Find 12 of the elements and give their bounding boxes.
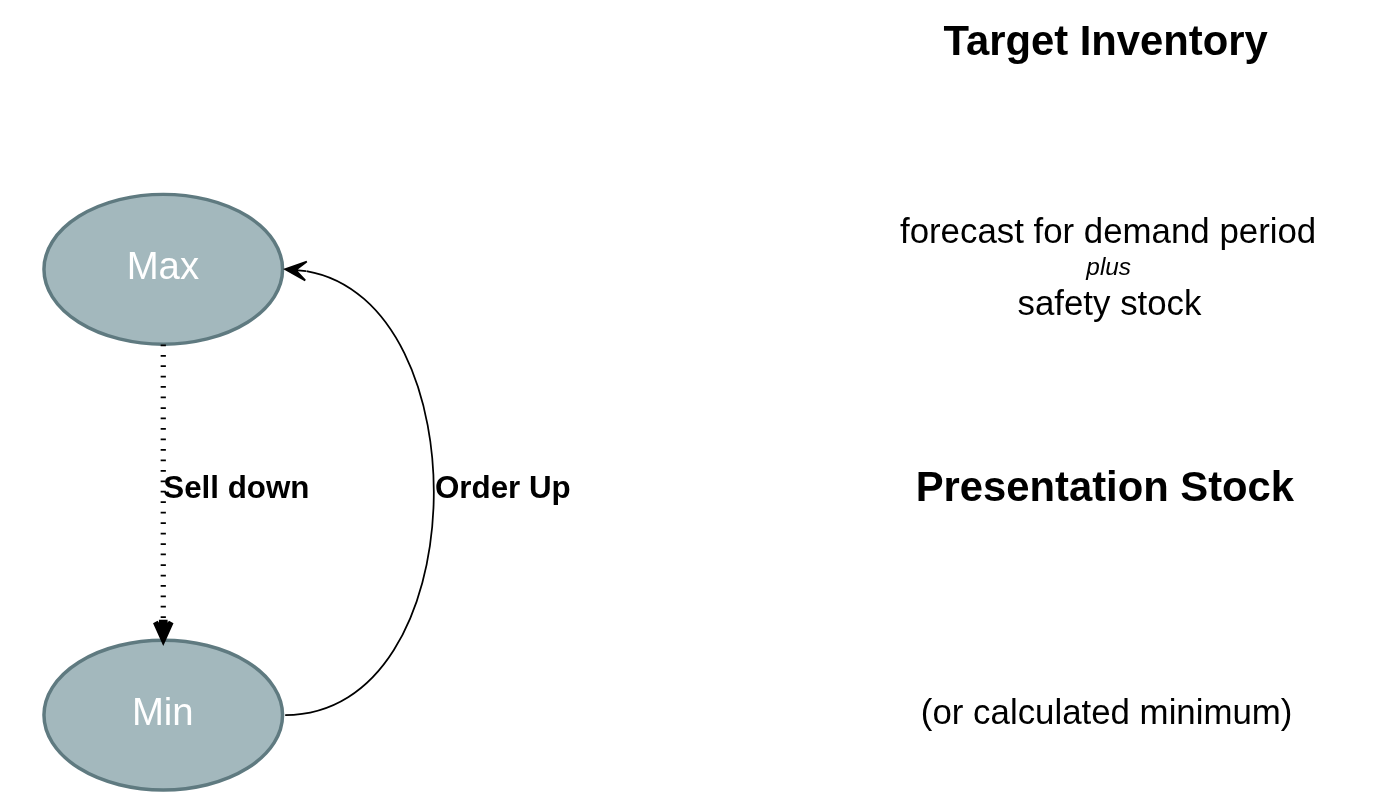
node-ellipse: Max [42,192,285,346]
edge-label: Sell down [163,470,310,506]
label: forecast for demand period [899,211,1317,251]
edge-label: Order Up [434,470,571,506]
label: (or calculated minimum) [920,691,1293,731]
label: Target Inventory [943,17,1268,65]
label: plus [1086,252,1132,280]
arrow [152,344,174,643]
label: safety stock [1017,282,1202,322]
node-ellipse: Min [42,638,285,792]
arrow [284,260,435,716]
label: Presentation Stock [915,463,1295,511]
